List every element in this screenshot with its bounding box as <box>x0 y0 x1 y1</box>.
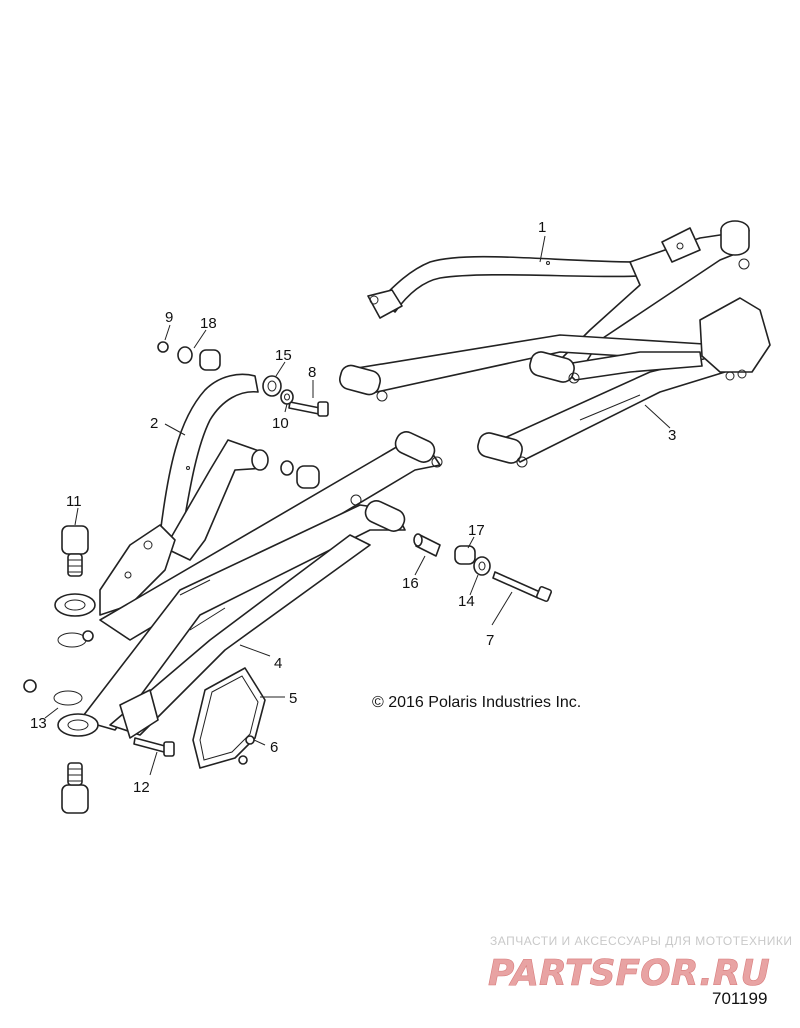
callout-11: 11 <box>66 493 82 510</box>
callout-9: 9 <box>165 309 173 326</box>
callout-15: 15 <box>275 347 292 364</box>
part-14-washer <box>473 556 491 576</box>
watermark-logo: PARTSFOR.RU <box>488 953 770 994</box>
bushing-mid-2 <box>296 465 320 489</box>
diagram-number: 701199 <box>712 989 767 1008</box>
part-5-skid-plate <box>192 667 266 769</box>
watermark-tagline: ЗАПЧАСТИ И АКСЕССУАРЫ ДЛЯ МОТОТЕХНИКИ <box>490 934 792 948</box>
callout-6: 6 <box>270 739 278 756</box>
callout-5: 5 <box>289 690 297 707</box>
part-4-lower-a-arm <box>57 431 443 739</box>
bushing-mid-1 <box>280 460 294 476</box>
part-13-snap-ring <box>53 632 87 706</box>
part-12-bolt <box>133 737 175 757</box>
part-3-lower-a-arm <box>339 297 771 468</box>
ball-joint-lower <box>61 762 89 814</box>
part-6-nut <box>238 735 255 765</box>
part-18-bushing <box>177 346 221 371</box>
callout-8: 8 <box>308 364 316 381</box>
leader-lines <box>44 235 671 776</box>
callout-2: 2 <box>150 415 158 432</box>
part-7-bolt <box>492 571 553 603</box>
part-2-upper-a-arm <box>54 373 269 617</box>
callout-16: 16 <box>402 575 419 592</box>
callout-7: 7 <box>486 632 494 649</box>
nut-lower-left <box>23 679 37 693</box>
callout-18: 18 <box>200 315 217 332</box>
part-17-bushing <box>454 545 476 565</box>
callouts: 1 2 3 4 5 6 7 8 9 10 11 12 13 14 15 16 1… <box>30 219 676 796</box>
part-16-sleeve <box>413 533 441 557</box>
callout-3: 3 <box>668 427 676 444</box>
callout-14: 14 <box>458 593 475 610</box>
callout-12: 12 <box>133 779 150 796</box>
watermark: ЗАПЧАСТИ И АКСЕССУАРЫ ДЛЯ МОТОТЕХНИКИ PA… <box>488 934 792 994</box>
callout-4: 4 <box>274 655 282 672</box>
hardware-group <box>23 341 553 814</box>
callout-13: 13 <box>30 715 47 732</box>
part-8-bolt <box>288 401 329 417</box>
part-15-bushing <box>262 375 282 397</box>
nut-upper-left <box>82 630 94 642</box>
part-11-ball-joint <box>61 525 89 577</box>
callout-1: 1 <box>538 219 546 236</box>
part-1-upper-a-arm <box>367 220 750 379</box>
part-10-washer <box>280 389 294 405</box>
callout-10: 10 <box>272 415 289 432</box>
copyright-notice: © 2016 Polaris Industries Inc. <box>372 694 581 711</box>
callout-17: 17 <box>468 522 485 539</box>
part-9-nut <box>157 341 169 353</box>
